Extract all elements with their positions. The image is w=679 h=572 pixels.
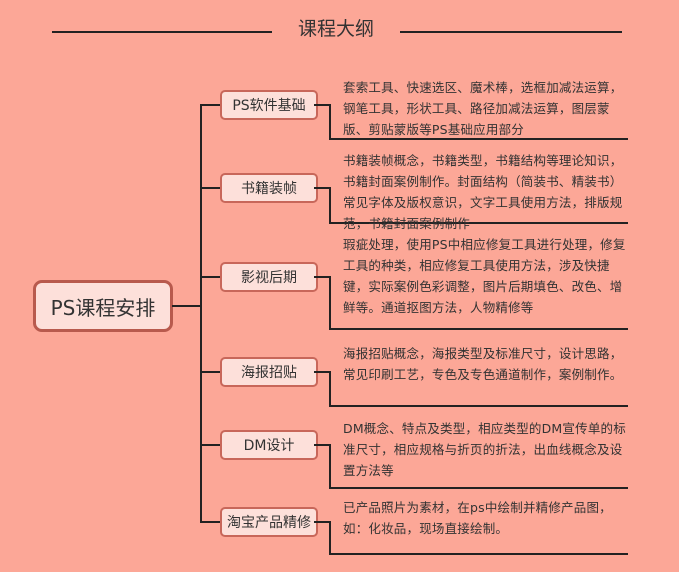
desc-connector [314,187,331,189]
branch-node[interactable]: PS软件基础 [220,90,318,120]
trunk-line [200,104,202,523]
desc-bracket [329,521,331,555]
branch-node[interactable]: 影视后期 [220,262,318,292]
desc-underline [329,553,628,555]
branch-description: 套索工具、快速选区、魔术棒，选框加减法运算，钢笔工具，形状工具、路径加减法运算，… [343,80,623,137]
branch-connector [200,276,220,278]
desc-connector [314,371,331,373]
desc-underline [329,405,628,407]
desc-underline [329,138,628,140]
root-connector [172,305,201,307]
desc-underline [329,222,628,224]
desc-connector [314,521,331,523]
desc-bracket [329,187,331,224]
root-node[interactable]: PS课程安排 [33,280,173,332]
desc-bracket [329,371,331,407]
desc-bracket [329,276,331,330]
desc-connector [314,104,331,106]
title-rule-right [400,31,622,33]
branch-connector [200,371,220,373]
branch-node[interactable]: 书籍装帧 [220,173,318,203]
desc-connector [314,276,331,278]
desc-connector [314,444,331,446]
branch-connector [200,521,220,523]
branch-node[interactable]: 海报招贴 [220,357,318,387]
page-title: 课程大纲 [297,18,374,40]
branch-description: 瑕疵处理，使用PS中相应修复工具进行处理，修复工具的种类，相应修复工具使用方法，… [343,237,626,315]
branch-description: 海报招贴概念，海报类型及标准尺寸，设计思路，常见印刷工艺，专色及专色通道制作，案… [343,346,623,382]
branch-description: 已产品照片为素材，在ps中绘制并精修产品图，如：化妆品，现场直接绘制。 [343,500,612,536]
desc-bracket [329,104,331,140]
branch-connector [200,444,220,446]
branch-connector [200,187,220,189]
desc-underline [329,328,628,330]
desc-bracket [329,444,331,489]
branch-description: 书籍装帧概念，书籍类型，书籍结构等理论知识，书籍封面案例制作。封面结构（简装书、… [343,153,623,231]
title-rule-left [52,31,272,33]
branch-node[interactable]: 淘宝产品精修 [220,507,318,537]
branch-connector [200,104,220,106]
desc-underline [329,487,628,489]
branch-node[interactable]: DM设计 [220,430,318,460]
branch-description: DM概念、特点及类型，相应类型的DM宣传单的标准尺寸，相应规格与折页的折法，出血… [343,421,626,478]
